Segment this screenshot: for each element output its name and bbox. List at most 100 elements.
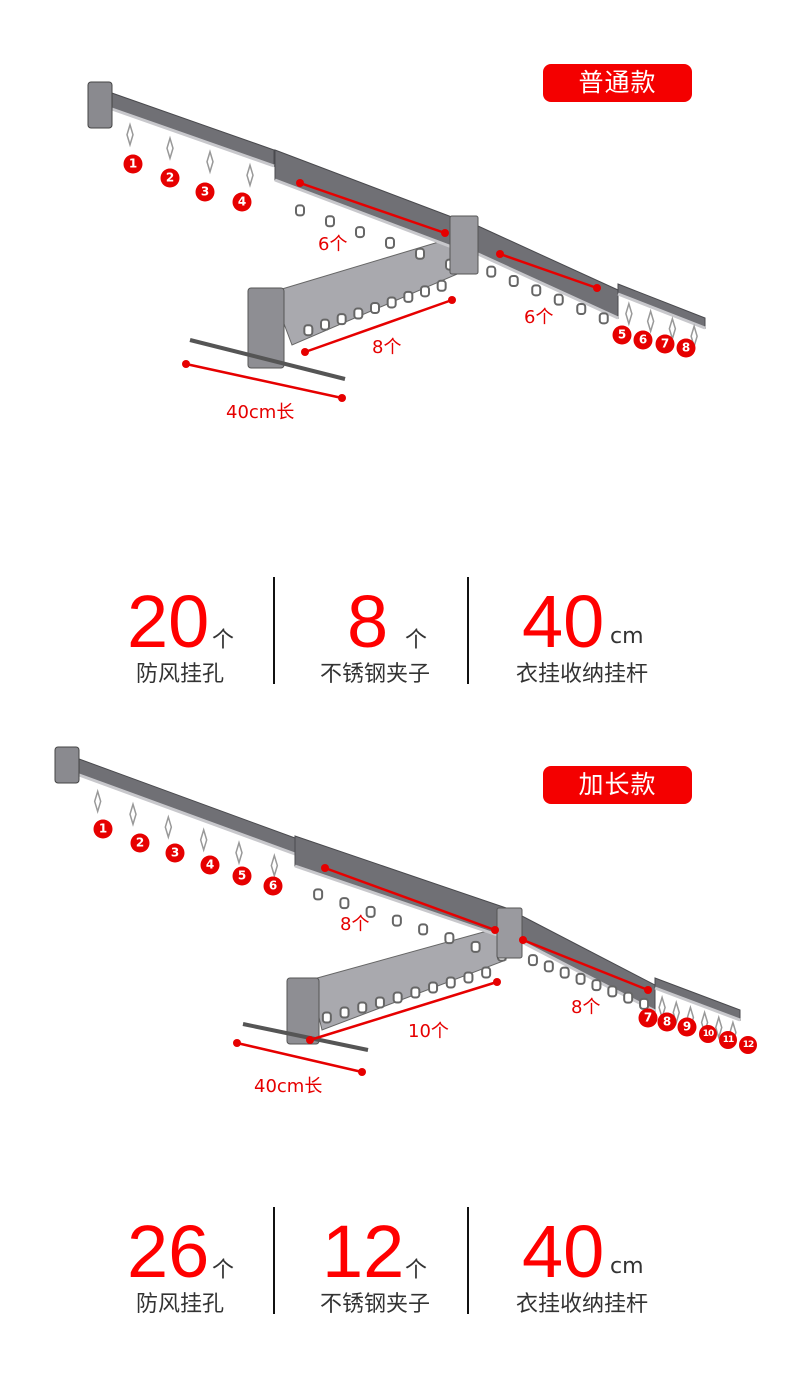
extended-model-badge: 加长款 [543,766,692,804]
dimension-dot [441,229,449,237]
stat-unit: cm [610,1254,644,1279]
stat-label: 不锈钢夹子 [319,1292,430,1317]
divider [273,577,275,684]
extended-rack-diagram [54,746,741,1076]
left-rail-edge [91,100,275,168]
clip [164,814,173,840]
hook-hole [444,932,455,945]
dimension-dot [233,1039,241,1047]
clip-number: 5 [232,866,252,886]
stat-unit: 个 [405,628,428,653]
hook-hole [370,302,380,314]
divider [467,577,469,684]
dimension-line [499,252,598,290]
hook-hole [531,284,542,297]
clip [246,162,254,188]
standard-model-badge: 普通款 [543,64,692,102]
dimension-line [236,1041,363,1074]
hook-hole [320,318,330,331]
stat-label: 不锈钢夹子 [319,662,430,687]
clip-number: 8 [657,1012,677,1032]
dimension-line [304,298,453,354]
clip-number: 3 [195,182,215,202]
clip-number: 8 [676,338,696,358]
clip-number: 2 [130,833,150,853]
hook-hole [385,236,395,249]
clip-number: 7 [655,334,675,354]
clip-number: 10 [699,1025,717,1043]
clip [93,788,102,815]
hook-hole [559,966,570,979]
dimension-dot [644,986,652,994]
hanger-bar-length: 40cm长 [254,1076,323,1097]
hook-hole [420,285,430,298]
dimension-line [299,181,446,235]
hook-hole [403,290,414,303]
hook-hole [623,991,634,1004]
hook-hole [386,296,397,309]
hanger-bar-length: 40cm长 [226,402,295,423]
hook-hole [313,888,324,901]
hook-hole [553,293,564,306]
stat-label: 防风挂孔 [135,662,224,687]
dimension-dot [358,1068,366,1076]
clip [129,801,137,827]
clip-number: 7 [638,1008,658,1028]
hook-hole [527,954,538,967]
clip-number: 9 [677,1017,697,1037]
hook-hole [486,265,497,278]
clip [199,827,208,853]
clip [166,135,174,161]
dimension-line [185,362,343,400]
divider [273,1207,275,1314]
clip-number: 6 [263,876,283,896]
hook-hole [325,215,335,228]
hook-hole [470,940,481,953]
dimension-dot [491,926,499,934]
hook-hole [374,996,385,1009]
hook-hole [391,914,402,927]
hook-hole [436,279,447,292]
clip-number: 3 [165,843,185,863]
hanger-bar [189,338,346,381]
hook-hole [575,972,586,985]
dimension-dot [493,978,501,986]
clip-number: 2 [160,168,180,188]
middle-rail-edge [294,864,519,944]
hook-hole [415,247,425,260]
dimension-line [324,866,496,932]
clip [126,122,134,148]
clip-number: 1 [93,819,113,839]
arm-hole-count: 10个 [408,1021,449,1042]
rail-connector [496,907,523,959]
hook-hole [355,226,365,239]
rail-end-cap [87,81,113,129]
clip-number: 1 [123,154,143,174]
divider [467,1207,469,1314]
arm-hole-count: 8个 [372,337,402,358]
hook-hole [357,1001,368,1014]
right-end-rail-edge [654,986,741,1022]
clip-number: 6 [633,330,653,350]
stat-label: 防风挂孔 [135,1292,224,1317]
dimension-dot [306,1036,314,1044]
stat-unit: 个 [405,1258,428,1283]
left-rail [91,85,275,167]
dimension-line [522,938,649,992]
clip [270,852,279,879]
hook-hole [336,313,347,326]
middle-rail-edge [274,178,466,254]
clip [625,301,633,327]
dimension-dot [321,864,329,872]
hook-hole [598,312,609,325]
right-end-rail-edge [617,292,706,330]
clip-number: 4 [200,855,220,875]
rail-connector [449,215,479,275]
right-rail-edge [477,252,619,320]
standard-rack-diagram [87,81,706,402]
left-rail-edge [59,766,296,856]
middle-rail [274,149,466,253]
stat-value: 40 [522,1210,605,1293]
clip-number: 4 [232,192,252,212]
stat-value: 20 [127,580,210,663]
